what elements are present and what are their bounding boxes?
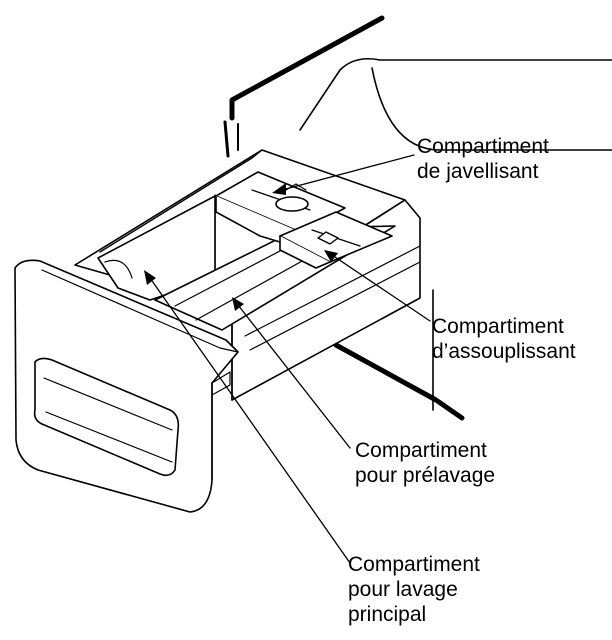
label-softener-line2: d’assouplissant (432, 339, 576, 364)
label-softener-line1: Compartiment (432, 314, 576, 339)
label-prewash-line2: pour prélavage (355, 463, 495, 488)
label-main-wash-line2: pour lavage (348, 577, 480, 602)
label-softener-compartment: Compartiment d’assouplissant (432, 314, 576, 364)
label-bleach-line1: Compartiment (417, 134, 549, 159)
label-prewash-line1: Compartiment (355, 438, 495, 463)
label-main-wash-line1: Compartiment (348, 552, 480, 577)
label-bleach-compartment: Compartiment de javellisant (417, 134, 549, 184)
label-main-wash-line3: principal (348, 602, 480, 627)
label-prewash-compartment: Compartiment pour prélavage (355, 438, 495, 488)
label-bleach-line2: de javellisant (417, 159, 549, 184)
label-main-wash-compartment: Compartiment pour lavage principal (348, 552, 480, 627)
